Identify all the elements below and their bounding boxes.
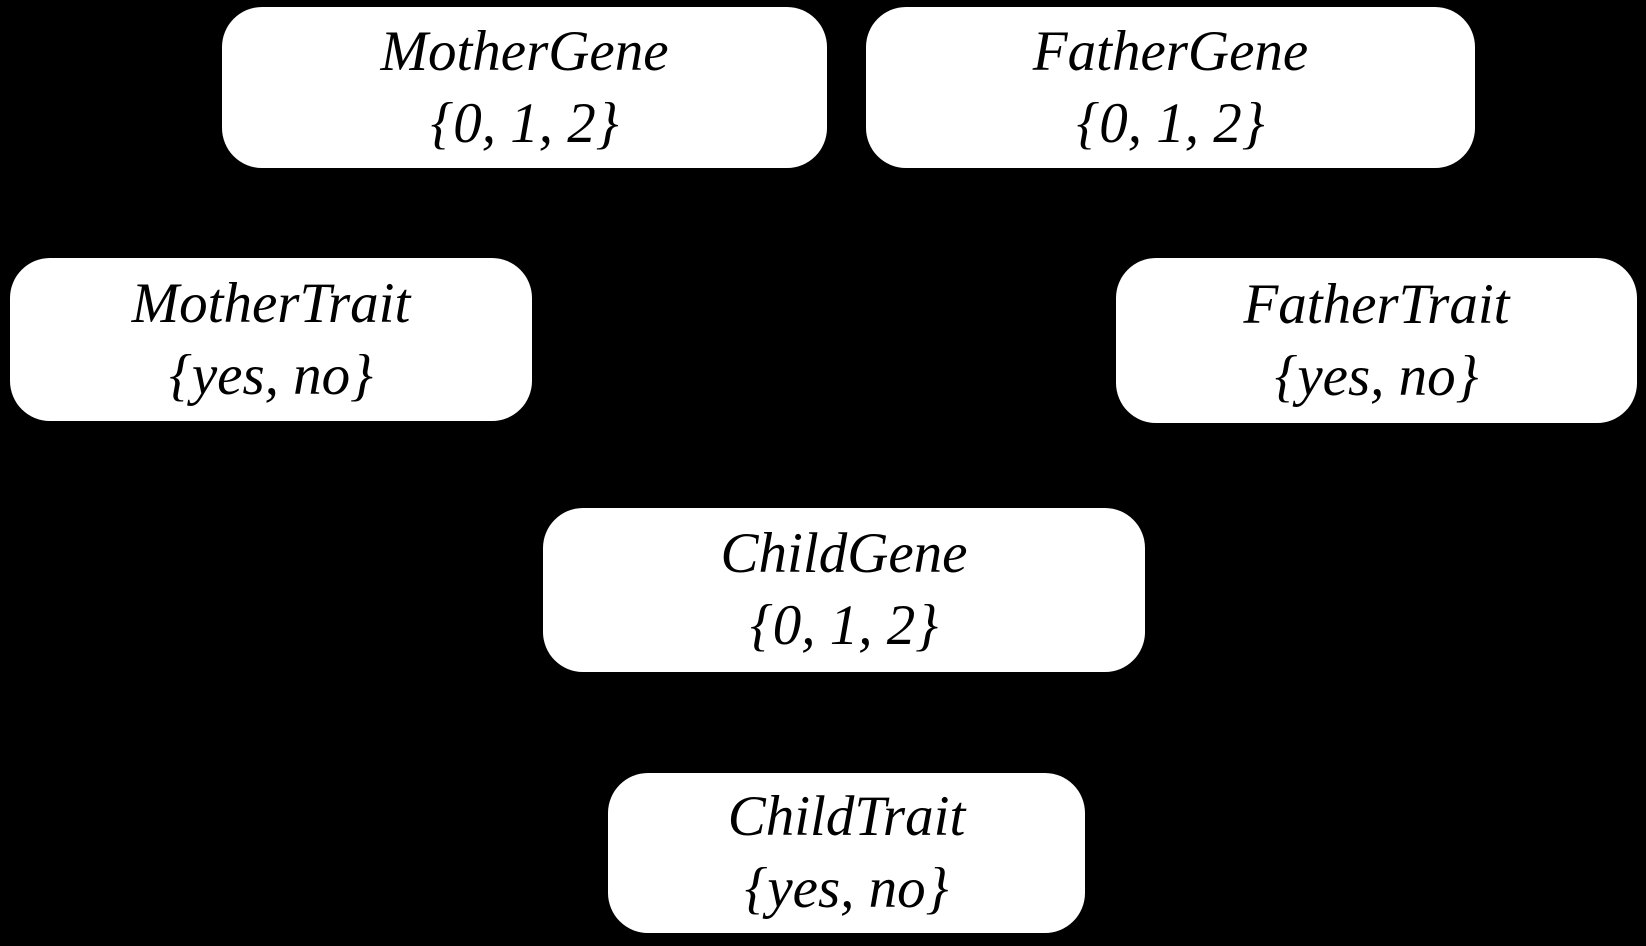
node-mother-trait: MotherTrait {yes, no}: [10, 258, 532, 421]
node-mother-gene-domain: {0, 1, 2}: [430, 91, 619, 155]
node-child-trait-label: ChildTrait: [727, 785, 966, 848]
node-father-gene-domain: {0, 1, 2}: [1076, 91, 1265, 155]
node-father-trait: FatherTrait {yes, no}: [1116, 258, 1637, 423]
node-child-trait: ChildTrait {yes, no}: [608, 773, 1085, 933]
node-child-gene-domain: {0, 1, 2}: [749, 594, 939, 657]
node-father-trait-label: FatherTrait: [1243, 272, 1510, 336]
node-mother-trait-domain: {yes, no}: [169, 343, 373, 407]
node-father-gene-label: FatherGene: [1032, 19, 1309, 83]
node-child-trait-domain: {yes, no}: [744, 857, 949, 920]
node-father-gene: FatherGene {0, 1, 2}: [866, 7, 1475, 168]
node-child-gene-label: ChildGene: [720, 522, 968, 585]
node-child-gene: ChildGene {0, 1, 2}: [543, 508, 1145, 672]
node-mother-gene: MotherGene {0, 1, 2}: [222, 7, 827, 168]
node-mother-gene-label: MotherGene: [380, 19, 669, 83]
node-mother-trait-label: MotherTrait: [131, 271, 411, 335]
node-father-trait-domain: {yes, no}: [1274, 344, 1479, 408]
